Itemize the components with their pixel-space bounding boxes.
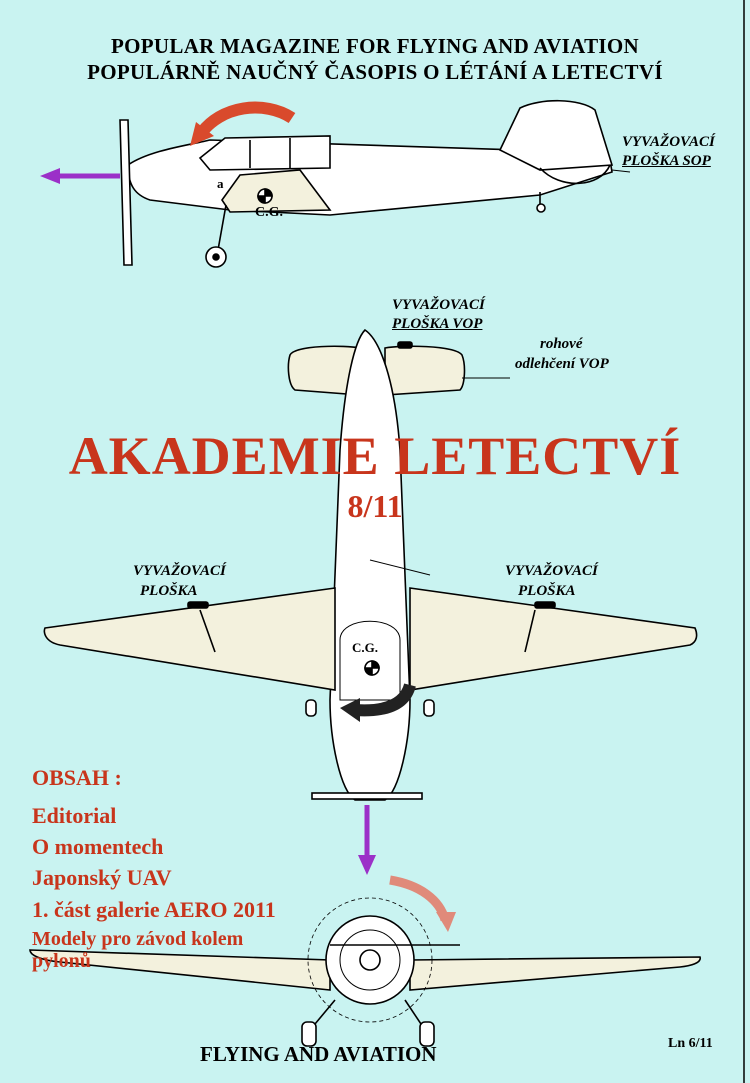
page-title: AKADEMIE LETECTVÍ [68,426,682,486]
label-cg-side: C.G. [255,205,283,220]
label-cg-top: C.G. [352,640,378,655]
contents-heading: OBSAH : [32,765,122,790]
label-vop-2: PLOŠKA VOP [392,316,483,332]
dark-rotation-arrow-top [354,683,416,717]
contents-item-4: 1. část galerie AERO 2011 [32,897,276,922]
top-view-aircraft [43,328,698,801]
label-left-tab-2: PLOŠKA [140,583,198,599]
contents-item-3: Japonský UAV [32,865,172,890]
contents-item-5-line2: pylonů [32,950,91,972]
pink-rotation-arrow [389,875,450,922]
contents-item-1: Editorial [32,803,117,828]
label-sop-1: VYVAŽOVACÍ [622,134,715,150]
issue-number: 8/11 [347,488,403,524]
label-corner-2: odlehčení VOP [515,356,609,372]
header-line-english: POPULAR MAGAZINE FOR FLYING AND AVIATION [111,34,639,58]
label-vop-1: VYVAŽOVACÍ [392,297,485,313]
side-view-aircraft [119,99,631,268]
label-left-tab-1: VYVAŽOVACÍ [133,563,226,579]
red-rotation-arrow-side [195,101,296,139]
footer-brand: FLYING AND AVIATION [200,1042,437,1066]
label-a: a [217,176,224,191]
contents-item-5-line1: Modely pro závod kolem [32,928,244,950]
contents-item-2: O momentech [32,834,164,859]
label-corner-1: rohové [540,336,583,352]
label-right-tab-1: VYVAŽOVACÍ [505,563,598,579]
label-right-tab-2: PLOŠKA [518,583,576,599]
front-view-aircraft [29,897,701,1047]
header-line-czech: POPULÁRNĚ NAUČNÝ ČASOPIS O LÉTÁNÍ A LETE… [87,60,663,84]
footer-code: Ln 6/11 [668,1036,713,1051]
label-sop-2: PLOŠKA SOP [622,153,711,169]
